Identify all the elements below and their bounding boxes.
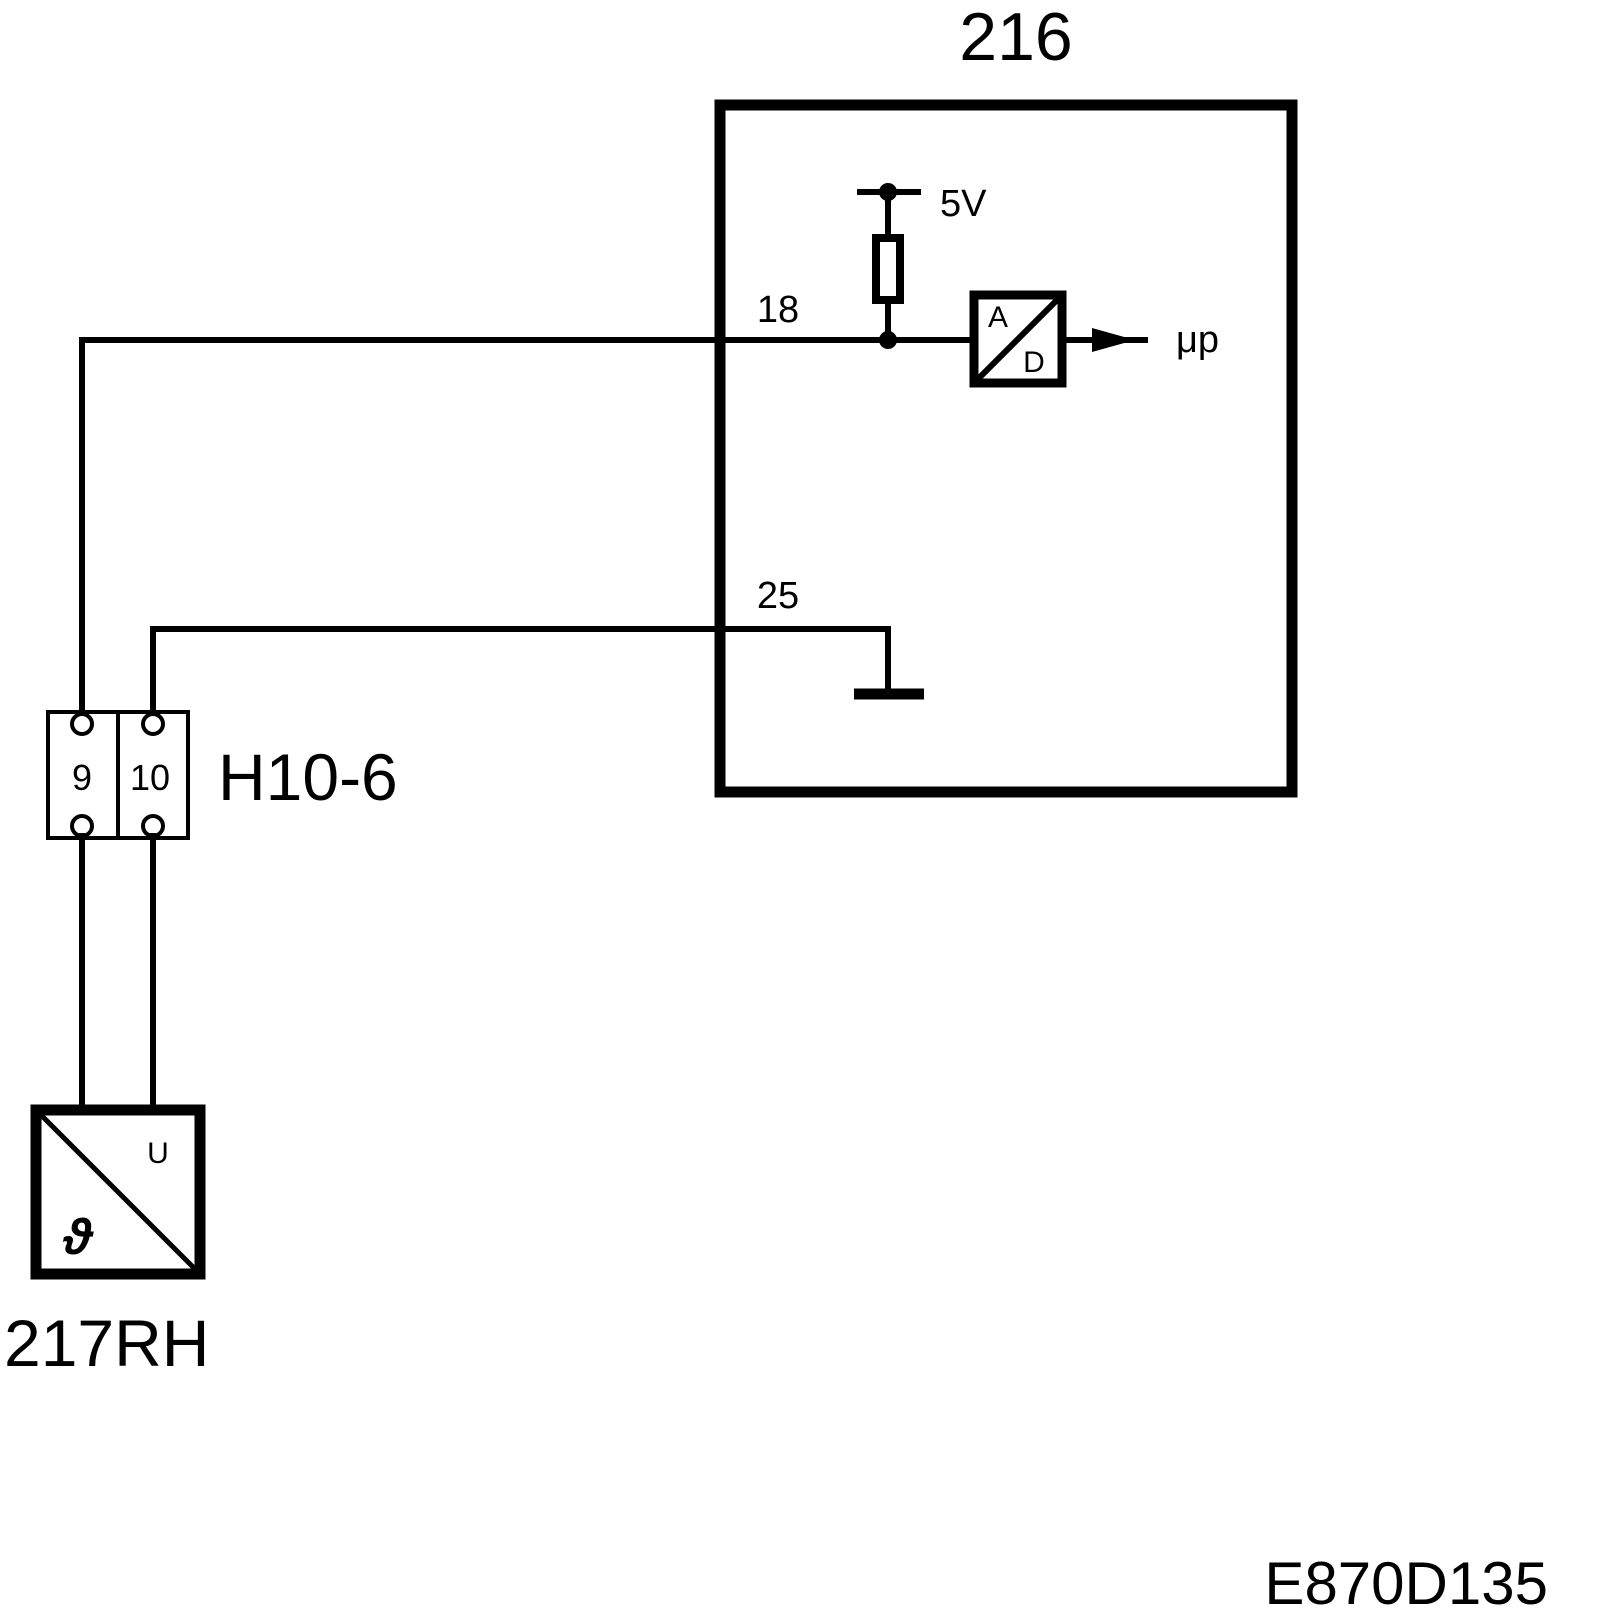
sensor-u-label: U (147, 1137, 169, 1170)
connector-pin-10-top (141, 712, 165, 736)
pullup-resistor (872, 234, 904, 304)
pin-25-label: 25 (757, 575, 799, 617)
pin-18-label: 18 (757, 289, 799, 331)
adc-a-label: A (988, 301, 1008, 334)
connector-label: H10-6 (218, 740, 398, 814)
adc-diagonal (975, 296, 1061, 382)
ecu-216-label: 216 (959, 0, 1072, 75)
output-arrow-icon (1092, 328, 1135, 352)
supply-5v-label: 5V (940, 183, 987, 225)
connector-pin-9-label: 9 (72, 757, 92, 798)
ecu-216-box (714, 99, 1298, 798)
connector-pin-9-top (70, 712, 94, 736)
wire-pin-25 (150, 626, 891, 715)
sensor-diagonal (38, 1112, 198, 1272)
sensor-theta-label: ϑ (62, 1209, 94, 1265)
output-up-label: μp (1176, 319, 1219, 361)
figure-code: E870D135 (1264, 1550, 1548, 1614)
wire-pin-18 (79, 337, 978, 715)
sensor-label: 217RH (4, 1306, 209, 1380)
connector-pin-10-label: 10 (130, 757, 170, 798)
adc-d-label: D (1023, 346, 1045, 379)
